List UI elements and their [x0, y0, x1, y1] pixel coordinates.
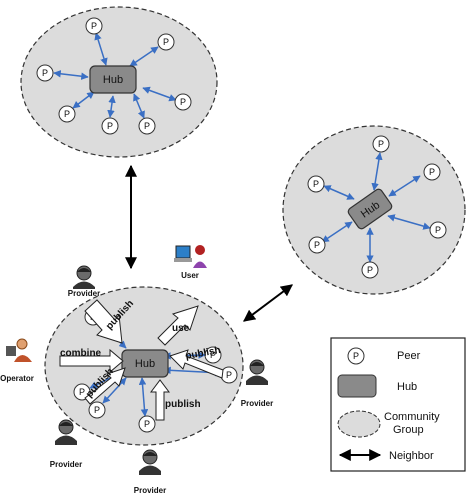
publish-arrow-left	[84, 299, 123, 344]
peer-bottom-6: P	[220, 366, 238, 384]
peer-top-3: P	[36, 64, 54, 82]
provider-label-left: Provider	[50, 460, 82, 469]
provider-icon-left	[55, 419, 77, 445]
svg-text:P: P	[144, 121, 150, 131]
peer-bottom-5: P	[204, 346, 222, 364]
svg-text:P: P	[314, 240, 320, 250]
community-group-top: Hub P P P P P P P	[20, 6, 218, 158]
hub-bottom	[121, 349, 169, 378]
svg-text:P: P	[94, 405, 100, 415]
svg-text:P: P	[226, 370, 232, 380]
peer-right-4: P	[308, 236, 326, 254]
operator-label: Operator	[0, 374, 34, 383]
publish-arrow-bottom	[150, 379, 170, 421]
peer-top-5: P	[101, 117, 119, 135]
hub-top-label: Hub	[103, 74, 123, 86]
peer-right-6: P	[429, 221, 447, 239]
legend: P Peer Hub Community Group Neighbor	[330, 337, 466, 472]
peer-bottom-4: P	[138, 415, 156, 433]
legend-hub-icon	[337, 374, 377, 398]
peer-bottom-3: P	[88, 401, 106, 419]
svg-text:P: P	[313, 179, 319, 189]
peer-top-7: P	[174, 93, 192, 111]
svg-text:P: P	[180, 97, 186, 107]
publish-arrow-lower-left	[84, 367, 126, 405]
peer-top-2: P	[157, 33, 175, 51]
community-group-bottom: Hub P P P P P P publish use combine publ…	[44, 286, 244, 446]
svg-text:P: P	[79, 387, 85, 397]
legend-community-icon	[337, 410, 381, 438]
svg-text:P: P	[163, 37, 169, 47]
hub-top	[89, 65, 137, 94]
peer-top-6: P	[138, 117, 156, 135]
hub-right: Hub	[347, 188, 393, 230]
legend-hub-label: Hub	[397, 381, 417, 393]
svg-text:P: P	[367, 265, 373, 275]
user-label: User	[181, 271, 199, 280]
combine-label: combine	[60, 348, 102, 359]
svg-text:P: P	[42, 68, 48, 78]
combine-arrow	[59, 348, 124, 374]
user-icon	[174, 245, 207, 268]
publish-label-bottom: publish	[165, 399, 201, 410]
provider-label-right: Provider	[241, 399, 273, 408]
provider-label-top: Provider	[68, 289, 100, 298]
publish-arrow-right	[169, 349, 224, 379]
legend-community-label-1: Community	[384, 411, 440, 423]
svg-text:P: P	[435, 225, 441, 235]
legend-neighbor-label: Neighbor	[389, 450, 434, 462]
peer-right-2: P	[423, 163, 441, 181]
peer-top-4: P	[58, 105, 76, 123]
legend-peer-icon: P	[347, 347, 365, 365]
svg-text:P: P	[144, 419, 150, 429]
svg-text:P: P	[210, 350, 216, 360]
use-label: use	[172, 323, 190, 334]
provider-icon-bottom	[139, 449, 161, 475]
svg-text:P: P	[429, 167, 435, 177]
operator-icon	[6, 338, 32, 362]
peer-right-3: P	[307, 175, 325, 193]
svg-text:P: P	[378, 139, 384, 149]
hub-bottom-label: Hub	[135, 358, 155, 370]
svg-text:P: P	[353, 351, 359, 361]
provider-label-bottom: Provider	[134, 486, 166, 495]
svg-text:P: P	[107, 121, 113, 131]
provider-icon-top	[73, 265, 95, 289]
peer-bottom-2: P	[73, 383, 91, 401]
svg-text:P: P	[64, 109, 70, 119]
peer-top-1: P	[85, 17, 103, 35]
svg-text:P: P	[91, 21, 97, 31]
peer-right-5: P	[361, 261, 379, 279]
community-group-right: Hub P P P P P P	[282, 125, 466, 295]
neighbor-arrow-diagonal	[243, 284, 293, 322]
provider-icon-right	[246, 359, 268, 385]
legend-community-label-2: Group	[393, 424, 424, 436]
use-arrow	[157, 305, 199, 346]
peer-right-1: P	[372, 135, 390, 153]
legend-peer-label: Peer	[397, 350, 421, 362]
